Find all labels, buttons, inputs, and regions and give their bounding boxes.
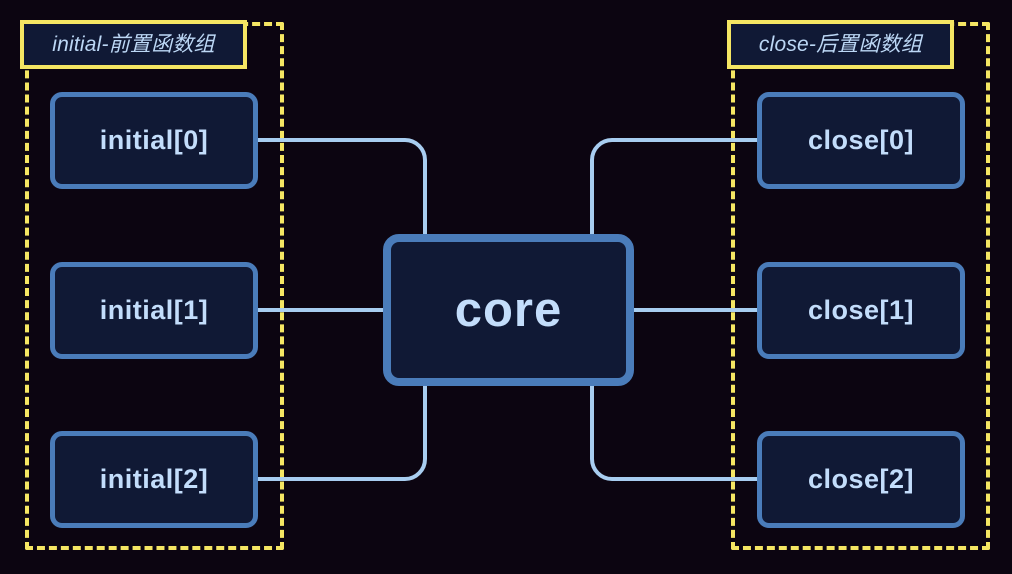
node-close-0[interactable]: close[0] xyxy=(757,92,965,189)
group-label-close: close-后置函数组 xyxy=(727,20,954,69)
node-initial-0[interactable]: initial[0] xyxy=(50,92,258,189)
group-label-initial: initial-前置函数组 xyxy=(20,20,247,69)
node-core[interactable]: core xyxy=(383,234,634,386)
node-close-2[interactable]: close[2] xyxy=(757,431,965,528)
node-initial-1[interactable]: initial[1] xyxy=(50,262,258,359)
node-initial-2[interactable]: initial[2] xyxy=(50,431,258,528)
node-close-1[interactable]: close[1] xyxy=(757,262,965,359)
